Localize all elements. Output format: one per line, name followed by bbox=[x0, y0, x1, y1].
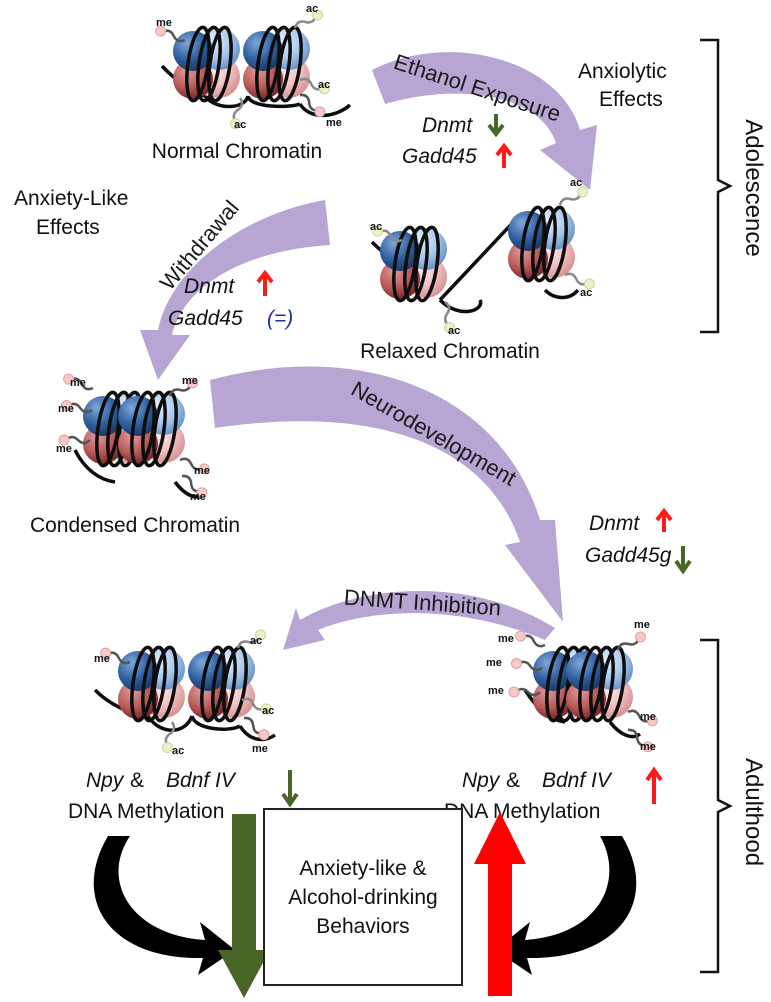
anxiety-like-effects-label-line2: Effects bbox=[36, 216, 100, 239]
me-mark: me bbox=[58, 403, 74, 415]
ac-mark: ac bbox=[570, 177, 582, 189]
left-npy-gene: Npy bbox=[86, 769, 125, 792]
right-adult-chromatin-illustration: me me me me me me bbox=[486, 619, 661, 756]
me-mark: me bbox=[194, 465, 210, 477]
ac-mark: ac bbox=[234, 119, 246, 131]
withdrawal-arrow: Withdrawal bbox=[140, 195, 330, 380]
right-dna-methylation-label: DNA Methylation bbox=[444, 800, 600, 823]
me-mark: me bbox=[182, 375, 198, 387]
right-bdnf-gene: Bdnf IV bbox=[542, 769, 613, 792]
neuro-gadd45g-down-arrow-icon bbox=[674, 546, 692, 575]
me-mark: me bbox=[252, 743, 268, 755]
ac-mark: ac bbox=[580, 287, 592, 299]
big-down-arrow-icon bbox=[218, 814, 270, 998]
withdrawal-gadd45-gene: Gadd45 bbox=[168, 307, 243, 330]
adulthood-label: Adulthood bbox=[740, 758, 767, 866]
adulthood-bracket bbox=[700, 638, 733, 974]
anxiolytic-effects-label-line1: Anxiolytic bbox=[578, 60, 667, 83]
right-black-curved-arrow bbox=[495, 836, 637, 975]
me-mark: me bbox=[190, 491, 206, 503]
normal-chromatin-label: Normal Chromatin bbox=[152, 140, 322, 163]
withdrawal-gadd45-unchanged: (=) bbox=[267, 307, 293, 330]
gadd45-up-arrow-icon bbox=[495, 142, 513, 168]
ac-mark: ac bbox=[448, 325, 460, 337]
normal-chromatin-illustration: ac me ac ac me bbox=[152, 3, 352, 131]
me-mark: me bbox=[640, 711, 656, 723]
right-npy-gene: Npy bbox=[462, 769, 501, 792]
ethanol-dnmt-gene: Dnmt bbox=[422, 114, 473, 137]
me-mark: me bbox=[498, 633, 514, 645]
me-mark: me bbox=[70, 377, 86, 389]
neurodevelopment-gadd45g-gene: Gadd45g bbox=[585, 544, 672, 567]
me-mark: me bbox=[634, 619, 650, 631]
ethanol-exposure-arrow: Ethanol Exposure bbox=[372, 49, 597, 190]
outcome-behaviors-box: Anxiety-like & Alcohol-drinking Behavior… bbox=[263, 808, 463, 986]
me-mark: me bbox=[486, 657, 502, 669]
ac-mark: ac bbox=[262, 705, 274, 717]
relaxed-chromatin-label: Relaxed Chromatin bbox=[360, 340, 540, 363]
anxiolytic-effects-label-line2: Effects bbox=[599, 88, 663, 111]
ac-mark: ac bbox=[306, 3, 318, 15]
ac-mark: ac bbox=[250, 635, 262, 647]
neurodevelopment-dnmt-gene: Dnmt bbox=[589, 512, 640, 535]
withdrawal-dnmt-gene: Dnmt bbox=[184, 275, 235, 298]
neurodevelopment-arrow: Neurodevelopment bbox=[210, 366, 563, 622]
neurodevelopment-label: Neurodevelopment bbox=[347, 376, 520, 491]
left-amp: & bbox=[130, 769, 144, 792]
me-mark: me bbox=[94, 653, 110, 665]
anxiety-like-effects-label-line1: Anxiety-Like bbox=[14, 187, 128, 210]
left-dna-methylation-label: DNA Methylation bbox=[68, 800, 224, 823]
dnmt-down-arrow-icon bbox=[487, 114, 505, 138]
me-mark: me bbox=[640, 741, 656, 753]
left-black-curved-arrow bbox=[93, 836, 235, 975]
right-methylation-up-arrow-icon bbox=[645, 766, 663, 804]
outcome-line3: Behaviors bbox=[316, 914, 410, 938]
right-amp: & bbox=[506, 769, 520, 792]
outcome-line1: Anxiety-like & bbox=[299, 856, 427, 880]
condensed-chromatin-illustration: me me me me me me bbox=[56, 371, 213, 503]
me-mark: me bbox=[488, 685, 504, 697]
me-mark: me bbox=[156, 17, 172, 29]
relaxed-chromatin-illustration: ac ac ac ac bbox=[369, 177, 598, 337]
ac-mark: ac bbox=[318, 79, 330, 91]
condensed-chromatin-label: Condensed Chromatin bbox=[30, 514, 240, 537]
neuro-dnmt-up-arrow-icon bbox=[655, 507, 673, 532]
me-mark: me bbox=[56, 443, 72, 455]
withdrawal-dnmt-up-arrow-icon bbox=[256, 269, 274, 296]
ethanol-gadd45-gene: Gadd45 bbox=[402, 145, 477, 168]
dnmt-inhibition-arrow: DNMT Inhibition bbox=[283, 585, 555, 650]
adolescence-bracket bbox=[700, 38, 733, 334]
left-methylation-down-arrow-icon bbox=[281, 770, 299, 808]
ac-mark: ac bbox=[172, 745, 184, 757]
left-adult-chromatin-illustration: ac me ac ac me bbox=[93, 626, 277, 757]
ac-mark: ac bbox=[370, 221, 382, 233]
adolescence-label: Adolescence bbox=[740, 119, 767, 256]
left-bdnf-gene: Bdnf IV bbox=[166, 769, 237, 792]
me-mark: me bbox=[326, 117, 342, 129]
outcome-line2: Alcohol-drinking bbox=[288, 885, 438, 909]
big-up-arrow-icon bbox=[474, 812, 526, 996]
